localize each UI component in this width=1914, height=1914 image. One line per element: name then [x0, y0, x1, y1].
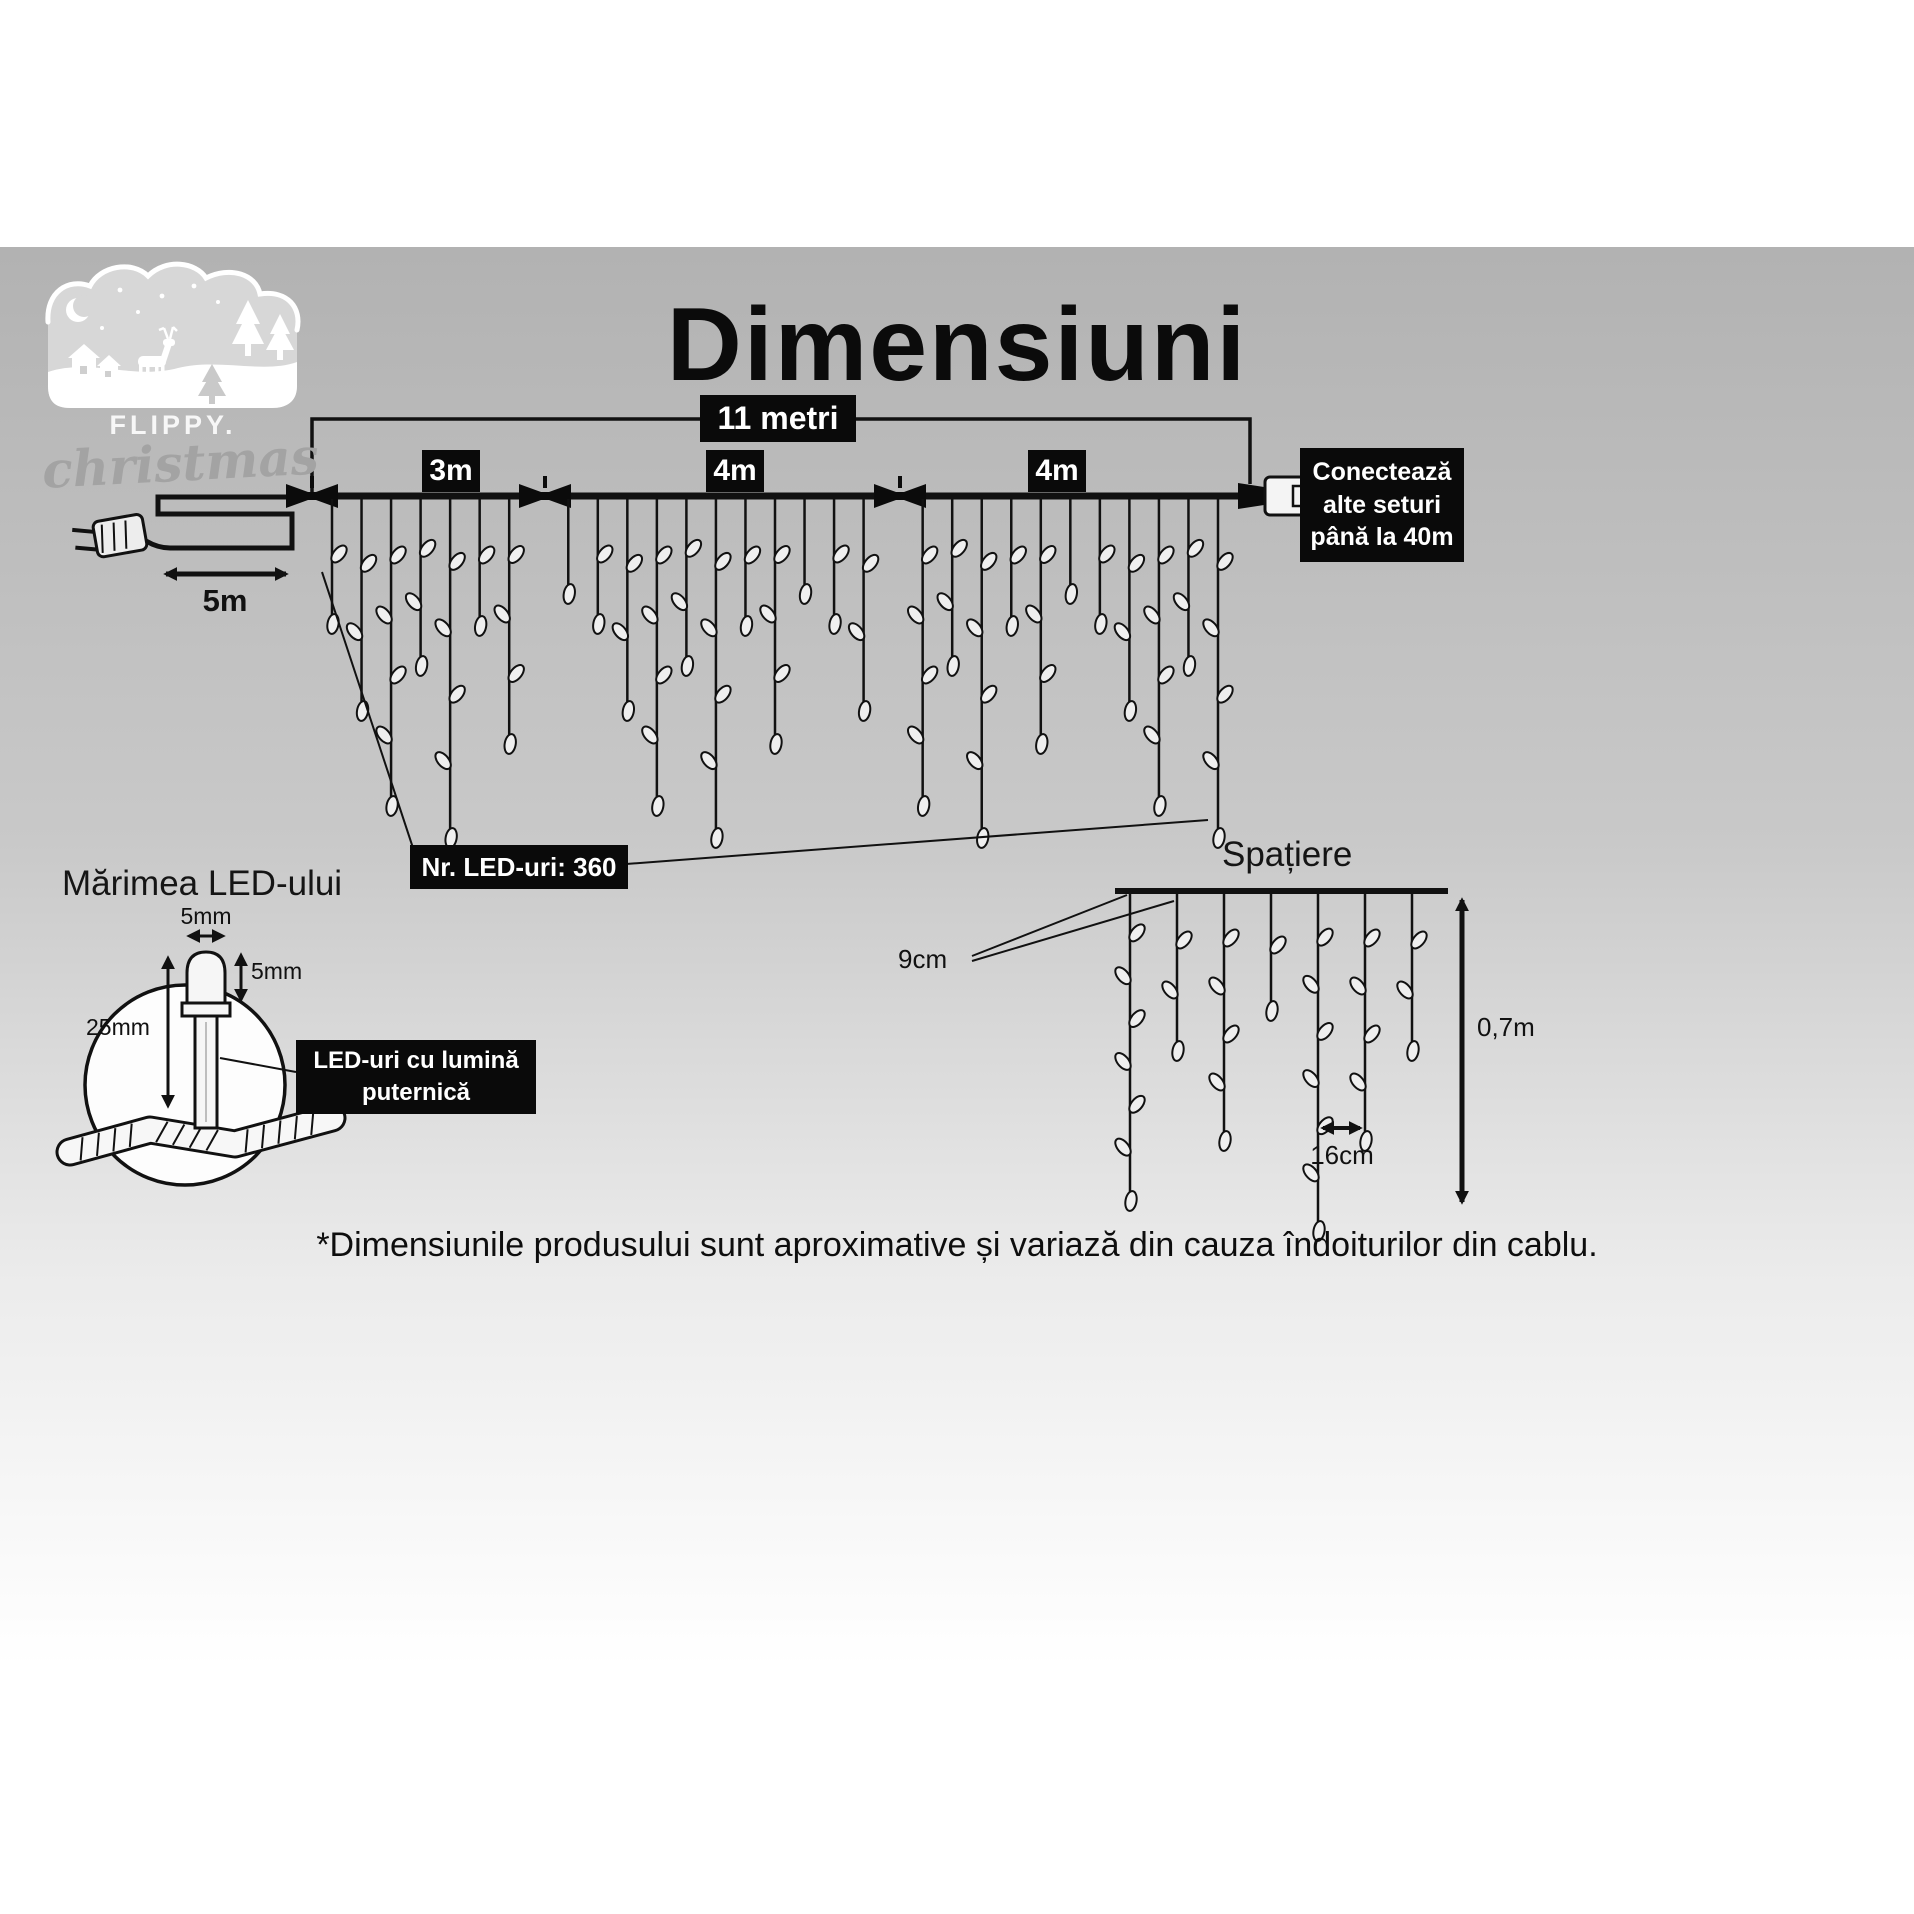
wire-connector-icon: [286, 476, 338, 508]
gradient-background: [0, 247, 1914, 1667]
pine-tree-icon: [232, 300, 294, 360]
connect-note-box: Conectează alte seturi până la 40m: [1300, 448, 1464, 562]
spacing-title: Spațiere: [1222, 835, 1353, 874]
snow-dots: [100, 283, 220, 330]
brand-name: FLIPPY.: [109, 410, 237, 440]
total-length-label: 11 metri: [700, 395, 856, 442]
led-size-title: Mărimea LED-ului: [62, 864, 343, 903]
drop-gap-pointer-2: [971, 900, 1175, 962]
pine-tree-icon: [198, 364, 226, 404]
twisted-cable: [55, 1103, 347, 1167]
segment-length-label-3: 4m: [1028, 450, 1086, 492]
led-count-badge: Nr. LED-uri: 360: [410, 845, 628, 889]
drop-gap-pointer-1: [971, 894, 1128, 957]
wire-connector-icon: [519, 476, 571, 508]
led-icon: [180, 950, 232, 1130]
led-count-pointer-left: [321, 571, 415, 852]
led-count-pointer-right: [625, 819, 1209, 865]
deer-icon: [138, 326, 178, 380]
led-total-length-label: 25mm: [86, 1014, 150, 1040]
power-plug-icon: [72, 513, 149, 559]
spacing-drops: [1114, 894, 1428, 1242]
page-title: Dimensiuni: [666, 287, 1248, 403]
footnote: *Dimensiunile produsului sunt aproximati…: [316, 1226, 1598, 1264]
led-gap-label: 16cm: [1310, 1140, 1374, 1170]
brand-logo: [45, 261, 301, 408]
connector-plug-icon: [1238, 475, 1308, 517]
wire-connector-icon: [874, 476, 926, 508]
house-icon: [68, 344, 121, 382]
led-cap-height-label: 5mm: [251, 958, 303, 984]
segment-length-label-2: 4m: [706, 450, 764, 492]
segment-length-label-1: 3m: [422, 450, 480, 492]
led-note-box: LED-uri cu lumină puternică: [296, 1040, 536, 1114]
led-cap-width-label: 5mm: [180, 903, 232, 929]
lead-length-label: 5m: [202, 583, 248, 618]
note-pointer: [219, 1057, 297, 1073]
drop-gap-label: 9cm: [898, 944, 948, 974]
drop-length-label: 0,7m: [1477, 1012, 1535, 1042]
lead-cable: [144, 494, 312, 551]
icicle-drops: [326, 499, 1234, 849]
